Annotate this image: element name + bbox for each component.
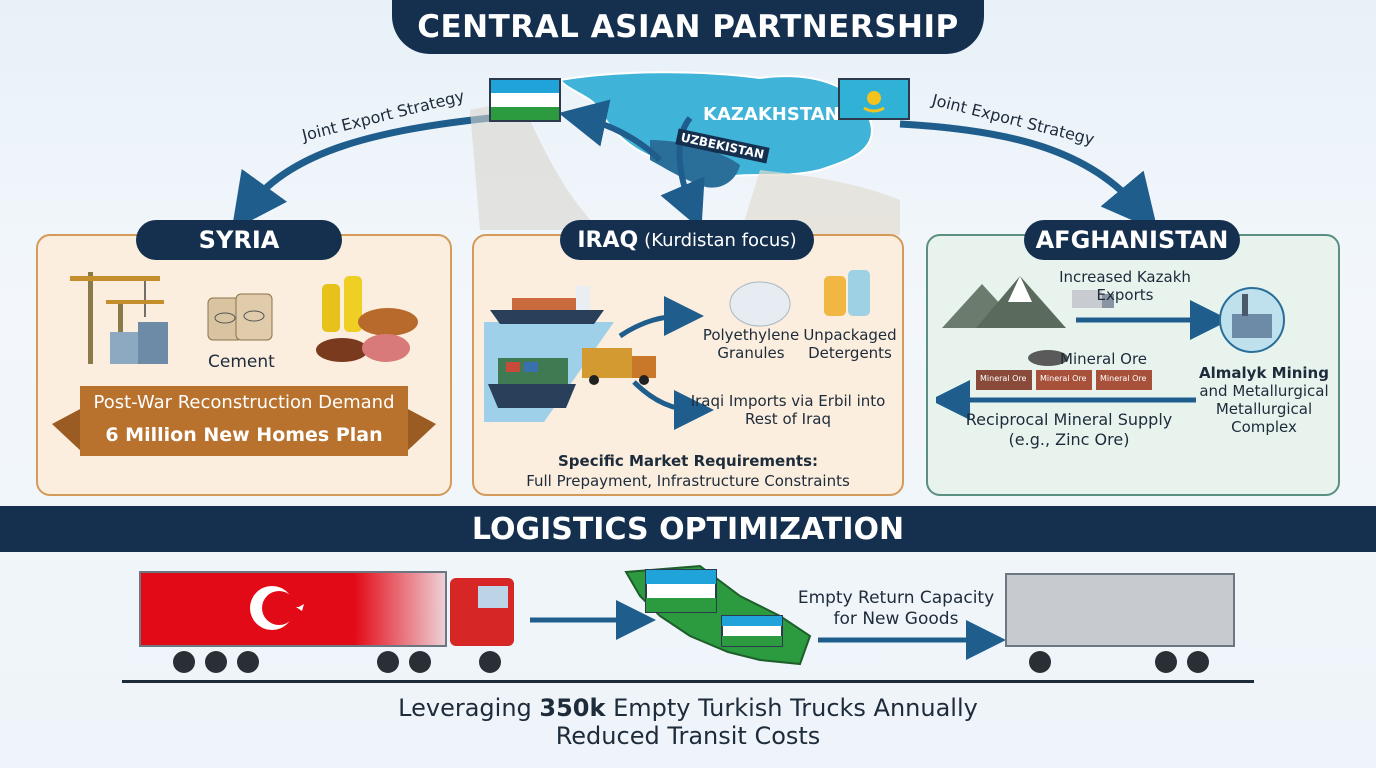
syria-title: SYRIA [198,226,280,254]
mountain-icon [942,276,1066,328]
syria-ribbon [52,386,436,456]
logistics-illustration [122,564,1254,683]
wagon-label-3: Mineral Ore [1100,374,1147,383]
iraq-title: IRAQ [577,227,639,253]
footer-pre: Leveraging [398,694,540,722]
arrow-kz-to-iraq [660,116,705,231]
truck-icon [1072,290,1114,308]
arrow-to-syria [231,114,491,231]
food-produce-icon [316,276,418,362]
arrow-uz-curve [558,99,663,163]
top-connector-arrows [231,71,1158,235]
truck-icon [582,348,656,385]
syria-title-pill: SYRIA [136,220,342,260]
empty-return-line1: Empty Return Capacity [797,588,995,608]
syria-illustrations [70,272,418,364]
logistics-bar: LOGISTICS OPTIMIZATION [0,506,1376,552]
wagon-label-2: Mineral Ore [1040,374,1087,383]
iraq-title-sub: (Kurdistan focus) [644,229,797,251]
ribbon-line2: 6 Million New Homes Plan [105,424,383,446]
cement-label: Cement [208,352,275,372]
uzbek-flag-icon [721,615,783,647]
requirements-text: Full Prepayment, Infrastructure Constrai… [526,472,850,490]
cargo-ship-icon [490,286,604,324]
footer-line1: Leveraging 350k Empty Turkish Trucks Ann… [300,694,1076,722]
title-banner: CENTRAL ASIAN PARTNERSHIP [392,0,984,54]
almalyk-line1: Almalyk Mining [1199,364,1329,382]
afghanistan-title: AFGHANISTAN [1035,226,1229,254]
product2-label: Unpackaged Detergents [803,326,897,362]
kazakh-exports-label: Increased Kazakh Exports [1059,268,1191,304]
detergent-bottle-icon [824,270,870,316]
empty-trailer-icon [1005,573,1235,673]
almalyk-line2: and Metallurgical Metallurgical Complex [1199,382,1329,436]
iraq-title-pill: IRAQ (Kurdistan focus) [560,220,814,260]
uzbek-flag-icon [645,569,717,613]
afghanistan-illustrations [936,276,1285,420]
empty-return-line2: for New Goods [833,609,959,629]
cement-bag-icon [207,293,273,341]
imports-note: Iraqi Imports via Erbil into Rest of Ira… [690,392,886,428]
arrow-to-afghanistan [899,120,1158,232]
afghanistan-title-pill: AFGHANISTAN [1024,220,1240,260]
page-title: CENTRAL ASIAN PARTNERSHIP [417,9,959,45]
turkish-truck-icon [139,571,514,673]
footer-bold: 350k [539,694,606,722]
kazakhstan-label: KAZAKHSTAN [703,104,840,125]
footer-post: Empty Turkish Trucks Annually [605,694,978,722]
turkish-flag-icon [250,586,304,630]
kazakh-flag-icon [838,78,910,120]
product1-label: Polyethylene Granules [702,326,800,362]
wagon-label-1: Mineral Ore [980,374,1027,383]
supply-line2: (e.g., Zinc Ore) [1008,430,1130,449]
ribbon-line1: Post-War Reconstruction Demand [93,392,395,413]
factory-icon [1219,287,1285,353]
construction-crane-icon [70,272,168,364]
requirements-title: Specific Market Requirements: [558,452,818,470]
granules-icon [729,281,791,327]
uzbek-flag-icon [489,78,561,122]
supply-line1: Reciprocal Mineral Supply [965,410,1173,429]
iraq-illustrations [484,270,870,430]
footer-line2: Reduced Transit Costs [555,722,821,750]
logistics-title: LOGISTICS OPTIMIZATION [471,511,905,547]
train-wagon-icon [976,350,1152,390]
cargo-ship-icon [488,358,576,408]
central-asia-map [470,71,900,235]
mineral-ore-label: Mineral Ore [1060,350,1148,368]
